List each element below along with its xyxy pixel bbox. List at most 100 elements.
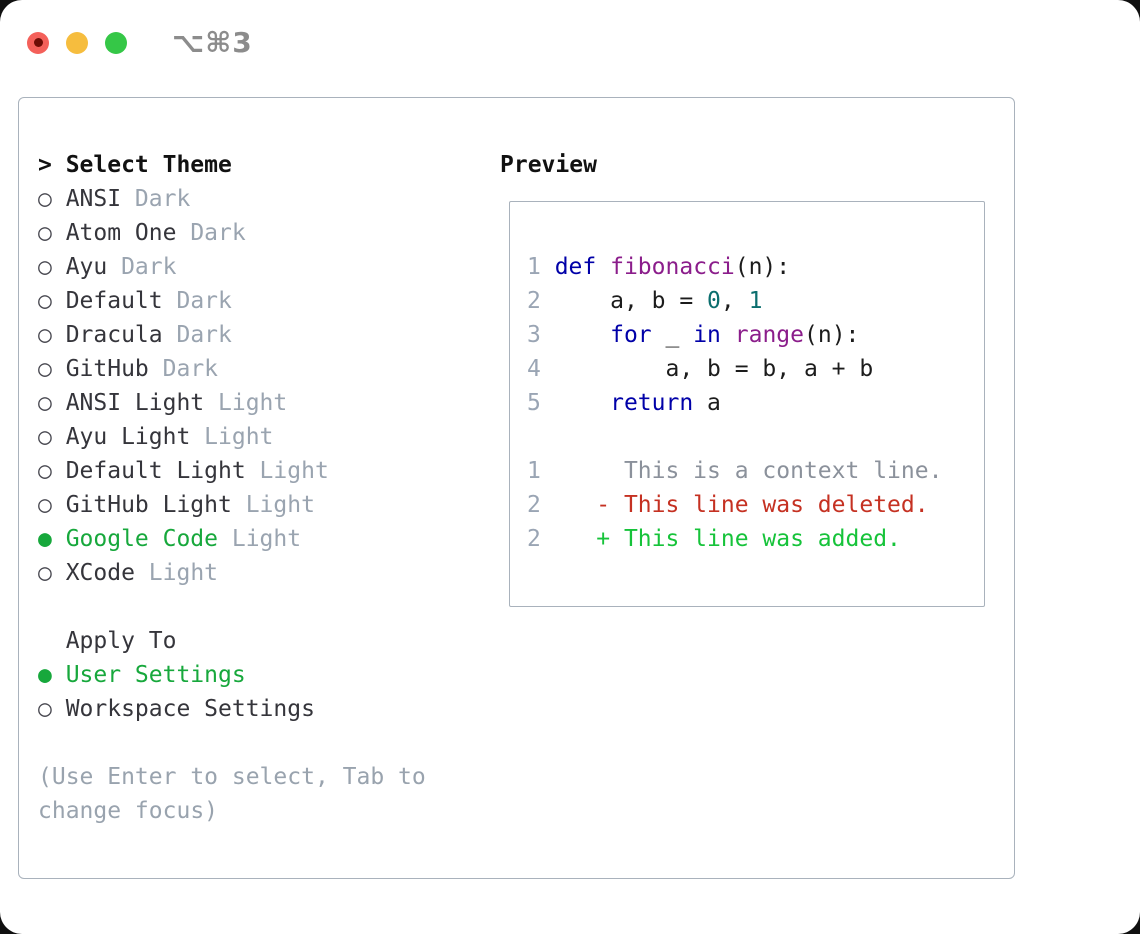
code-segment-plain: (n): [804,322,860,348]
theme-option-github-light[interactable]: ○ GitHub Light Light [38,488,426,522]
selected-radio-icon: ● [38,526,52,552]
theme-variant-tag: Light [190,424,274,450]
preview-line [527,420,984,454]
hint-text-line-1: (Use Enter to select, Tab to [38,764,426,790]
theme-name: ANSI [65,186,122,212]
code-segment-plain: a [693,390,721,416]
theme-variant-tag: Dark [162,288,232,314]
theme-list: ○ANSI Dark○Atom One Dark○Ayu Dark○Defaul… [38,182,426,590]
theme-option-github[interactable]: ○GitHub Dark [38,352,426,386]
line-number: 1 [527,254,555,280]
apply-option-label: Workspace Settings [65,696,315,722]
code-segment-plain: a, b = [554,288,708,314]
code-segment-keyword: return [610,390,694,416]
code-segment-added: + This line was added. [554,526,901,552]
code-segment-keyword: for [610,322,652,348]
title-bar: ⌥⌘3 [27,26,253,59]
preview-line: 2 - This line was deleted. [527,488,984,522]
theme-option-default[interactable]: ○ Default Dark [38,284,426,318]
theme-option-google-code[interactable]: ● Google Code Light [38,522,426,556]
theme-variant-tag: Light [218,526,302,552]
apply-option-workspace-settings[interactable]: ○Workspace Settings [38,692,426,726]
radio-icon: ○ [38,458,52,484]
preview-line: 5 return a [527,386,984,420]
hint-row-2: change focus) [38,794,426,828]
preview-line: 1 def fibonacci(n): [527,250,984,284]
line-number: 3 [527,322,555,348]
apply-option-label: User Settings [65,662,246,688]
radio-icon: ○ [38,492,52,518]
code-segment-plain: , [720,288,749,314]
theme-list-column: > Select Theme ○ANSI Dark○Atom One Dark○… [38,148,426,828]
theme-option-dracula[interactable]: ○ Dracula Dark [38,318,426,352]
apply-option-user-settings[interactable]: ●User Settings [38,658,426,692]
theme-option-ansi[interactable]: ○ ANSI Dark [38,182,426,216]
line-number: 4 [527,356,555,382]
code-segment-plain [555,390,610,416]
theme-name: Ayu Light [65,424,191,450]
theme-name: GitHub Light [65,492,232,518]
apply-to-header-row: Apply To [38,624,426,658]
theme-name: Atom One [65,220,177,246]
theme-option-xcode[interactable]: ○ XCode Light [38,556,426,590]
radio-icon: ○ [38,288,52,314]
theme-option-ayu-light[interactable]: ○ Ayu Light Light [38,420,426,454]
theme-variant-tag: Dark [162,322,232,348]
preview-line: 3 for _ in range(n): [527,318,984,352]
theme-variant-tag: Dark [176,220,246,246]
theme-name: Default [65,288,163,314]
theme-variant-tag: Light [231,492,315,518]
radio-icon: ○ [38,560,52,586]
line-number: 2 [527,492,555,518]
code-segment-title: fibonacci [610,254,735,280]
zoom-button-icon[interactable] [105,31,127,54]
close-button-icon[interactable] [27,31,49,54]
radio-icon: ○ [38,390,52,416]
radio-icon: ○ [38,186,52,212]
spacer [38,726,426,760]
theme-option-ansi-light[interactable]: ○ANSI Light Light [38,386,426,420]
line-number: 2 [527,526,555,552]
code-segment-keyword: def [554,254,597,280]
preview-header: Preview [500,152,597,178]
theme-name: GitHub [65,356,149,382]
line-number: 2 [527,288,555,314]
code-segment-plain [596,254,610,280]
theme-option-default-light[interactable]: ○ Default Light Light [38,454,426,488]
theme-name: XCode [65,560,135,586]
apply-to-header: Apply To [65,628,177,654]
theme-name: Dracula [65,322,163,348]
theme-variant-tag: Light [134,560,219,586]
preview-line: 4 a, b = b, a + b [527,352,984,386]
code-segment-plain: a, b = b, a + b [554,356,874,382]
select-theme-header: Select Theme [65,152,232,178]
radio-icon: ○ [38,220,52,246]
theme-option-atom-one[interactable]: ○ Atom One Dark [38,216,426,250]
code-segment-title: range [734,322,804,348]
radio-icon: ○ [38,356,52,382]
code-segment-context: This is a context line. [554,458,943,484]
code-segment-keyword: in [693,322,721,348]
code-segment-number: 1 [748,288,763,314]
theme-variant-tag: Dark [121,186,191,212]
code-segment-number: 0 [707,288,721,314]
radio-icon: ○ [38,322,52,348]
spacer [38,590,426,624]
theme-name: Default Light [65,458,246,484]
hint-row-1: (Use Enter to select, Tab to [38,760,426,794]
select-theme-header-row: > Select Theme [38,148,426,182]
theme-option-ayu[interactable]: ○Ayu Dark [38,250,426,284]
radio-icon: ○ [38,424,52,450]
window-title: ⌥⌘3 [172,26,253,59]
preview-line: 1 This is a context line. [527,454,984,488]
theme-name: Google Code [65,526,219,552]
theme-variant-tag: Light [245,458,329,484]
line-number [527,424,555,450]
apply-to-list: ●User Settings○Workspace Settings [38,658,426,726]
theme-variant-tag: Light [204,390,288,416]
code-segment-plain: (n): [734,254,791,280]
minimize-button-icon[interactable] [66,31,88,54]
theme-name: Ayu [65,254,108,280]
